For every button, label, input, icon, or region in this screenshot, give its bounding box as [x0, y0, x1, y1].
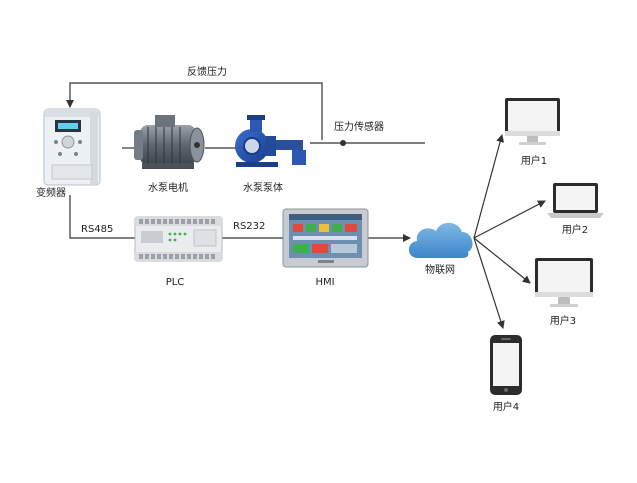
- inverter-label: 变频器: [36, 188, 66, 199]
- hmi-label: HMI: [315, 277, 335, 288]
- user4-label: 用户4: [492, 402, 520, 413]
- cloud-user2-arrow: [473, 200, 546, 239]
- plc-controller-icon: [134, 216, 223, 262]
- connection-lines: [66, 82, 546, 329]
- cloud-user3-arrow: [473, 237, 531, 284]
- pressure-sensor-label: 压力传感器: [334, 122, 384, 133]
- cloud-user4-arrow: [473, 237, 505, 329]
- rs485-label: RS485: [81, 224, 114, 235]
- cloud-icon: [408, 222, 473, 258]
- feedback-line: [66, 82, 323, 140]
- user2-label: 用户2: [561, 225, 589, 236]
- variable-frequency-drive-icon: [43, 108, 101, 186]
- laptop-icon: [547, 183, 604, 218]
- pump-motor-label: 水泵电机: [148, 183, 188, 194]
- desktop-monitor-icon-3: [535, 258, 593, 307]
- centrifugal-pump-icon: [235, 115, 306, 167]
- user3-label: 用户3: [549, 316, 577, 327]
- feedback-pressure-label: 反馈压力: [187, 67, 227, 78]
- desktop-monitor-icon: [505, 98, 560, 145]
- rs232-label: RS232: [233, 221, 266, 232]
- user1-label: 用户1: [520, 156, 548, 167]
- pump-body-label: 水泵泵体: [243, 183, 283, 194]
- pressure-sensor-node: [340, 140, 346, 146]
- iot-label: 物联网: [425, 265, 455, 276]
- hmi-touchscreen-icon: [282, 208, 369, 268]
- smartphone-icon: [490, 335, 522, 395]
- plc-label: PLC: [165, 277, 185, 288]
- electric-motor-icon: [134, 115, 205, 169]
- cloud-user1-arrow: [473, 134, 505, 239]
- rs485-line: [69, 195, 135, 239]
